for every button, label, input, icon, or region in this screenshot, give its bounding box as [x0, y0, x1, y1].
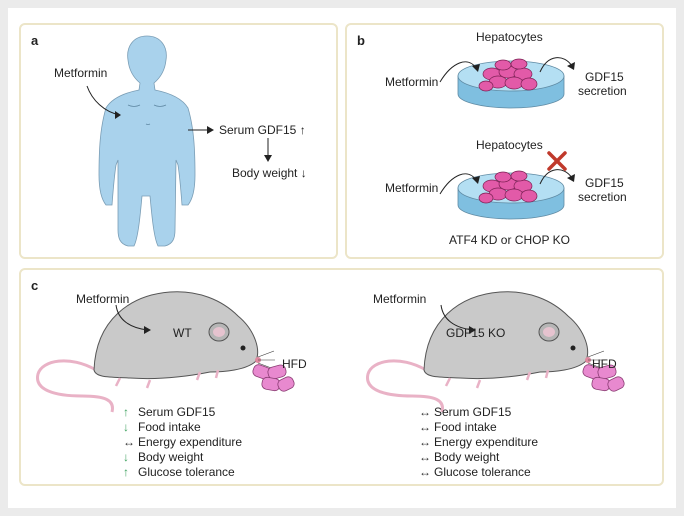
wt-mouse-tail [36, 359, 115, 413]
hepatocytes-bottom-label: Hepatocytes [476, 138, 543, 152]
knockout-condition-label: ATF4 KD or CHOP KO [449, 233, 570, 247]
left-outcome-row: ↓ Food intake [123, 420, 242, 435]
left-outcome-row: ↑ Serum GDF15 [123, 405, 242, 420]
metformin-c-left-label: Metformin [76, 292, 130, 306]
body-weight-label: Body weight ↓ [232, 166, 307, 180]
metformin-arrow-b-top [439, 61, 477, 83]
left-outcome-symbol: ↓ [123, 420, 129, 434]
right-outcome-row: ↔Food intake [419, 420, 538, 435]
panel-a-label: a [31, 33, 39, 48]
hfd-pellets-right [582, 364, 625, 392]
panel-a-metformin-label: Metformin [54, 66, 108, 80]
metformin-arrowhead-c-right [469, 326, 476, 334]
hfd-left-label: HFD [282, 357, 307, 371]
metformin-b-top-label: Metformin [385, 75, 439, 89]
wt-mouse [36, 291, 275, 413]
ko-mouse-tail [366, 359, 445, 413]
ko-mouse-paws [444, 369, 550, 389]
right-outcome-row: ↔Body weight [419, 450, 538, 465]
ko-mouse-label: GDF15 KO [446, 326, 506, 340]
right-outcome-text: Glucose tolerance [434, 465, 531, 479]
right-outcome-row: ↔Glucose tolerance [419, 465, 538, 480]
right-outcome-row: ↔Serum GDF15 [419, 405, 538, 420]
left-outcome-symbol: ↑ [123, 405, 129, 419]
hfd-pellets-left [252, 364, 295, 392]
ko-mouse-eye [570, 345, 576, 351]
left-outcome-text: Energy expenditure [138, 435, 243, 449]
body-weight-down-arrow: ↓ [300, 166, 307, 180]
left-outcome-text: Food intake [138, 420, 201, 434]
metformin-arrowhead-b-top [472, 64, 480, 72]
right-outcome-symbol: ↔ [419, 465, 431, 479]
secretion-bottom-label: secretion [578, 190, 627, 204]
right-outcome-text: Energy expenditure [434, 435, 539, 449]
wt-mouse-ear-inner [213, 327, 225, 337]
right-outcome-text: Food intake [434, 420, 497, 434]
panel-c-label: c [31, 278, 39, 293]
metformin-arrow-c-right [440, 304, 474, 331]
left-outcome-text: Glucose tolerance [138, 465, 235, 479]
gdf15-bottom-label: GDF15 [585, 176, 624, 190]
left-outcome-text: Serum GDF15 [138, 405, 216, 419]
serum-up-arrow: ↑ [299, 123, 306, 137]
ko-mouse [366, 291, 605, 413]
secretion-arrow-top [539, 57, 573, 73]
right-outcome-symbol: ↔ [419, 405, 431, 419]
hepatocyte-cluster-top [478, 58, 538, 92]
metformin-arrow-b-bottom [439, 173, 477, 195]
serum-gdf15-label: Serum GDF15 ↑ [219, 123, 306, 137]
hepatocyte-cluster-bottom [478, 170, 538, 204]
metformin-arrow-c-left [115, 304, 149, 331]
human-body [98, 35, 196, 247]
serum-arrowhead [207, 126, 214, 134]
left-outcome-symbol: ↔ [123, 435, 135, 449]
left-outcome-row: ↓ Body weight [123, 450, 242, 465]
left-outcome-row: ↑ Glucose tolerance [123, 465, 242, 480]
wt-mouse-paws [114, 369, 220, 389]
right-outcome-text: Body weight [434, 450, 500, 464]
ko-mouse-ear-inner [543, 327, 555, 337]
left-outcome-symbol: ↓ [123, 450, 129, 464]
wt-mouse-eye [240, 345, 246, 351]
secretion-arrow-bottom [539, 169, 573, 185]
left-outcome-symbol: ↑ [123, 465, 129, 479]
weight-arrowhead [264, 155, 272, 162]
abdomen-marks [127, 104, 167, 125]
ko-outcome-list: ↔Serum GDF15↔Food intake↔Energy expendit… [419, 405, 538, 480]
serum-gdf15-text: Serum GDF15 [219, 123, 297, 137]
panel-b-label: b [357, 33, 365, 48]
right-outcome-symbol: ↔ [419, 435, 431, 449]
hfd-right-label: HFD [592, 357, 617, 371]
gdf15-top-label: GDF15 [585, 70, 624, 84]
right-outcome-row: ↔Energy expenditure [419, 435, 538, 450]
metformin-arrowhead-c-left [144, 326, 151, 334]
left-outcome-text: Body weight [138, 450, 204, 464]
secretion-arrowhead-bottom [567, 174, 575, 182]
hepatocytes-top-label: Hepatocytes [476, 30, 543, 44]
body-weight-text: Body weight [232, 166, 298, 180]
wt-mouse-label: WT [173, 326, 192, 340]
secretion-top-label: secretion [578, 84, 627, 98]
right-outcome-symbol: ↔ [419, 450, 431, 464]
metformin-c-right-label: Metformin [373, 292, 427, 306]
metformin-b-bottom-label: Metformin [385, 181, 439, 195]
right-outcome-symbol: ↔ [419, 420, 431, 434]
left-outcome-row: ↔Energy expenditure [123, 435, 242, 450]
blocked-x-icon [547, 151, 567, 171]
wt-outcome-list: ↑ Serum GDF15 ↓ Food intake↔Energy expendit… [123, 405, 242, 480]
secretion-arrowhead-top [567, 62, 575, 70]
metformin-arrowhead-b-bottom [472, 176, 480, 184]
right-outcome-text: Serum GDF15 [434, 405, 512, 419]
metformin-arrowhead-a [115, 111, 121, 119]
